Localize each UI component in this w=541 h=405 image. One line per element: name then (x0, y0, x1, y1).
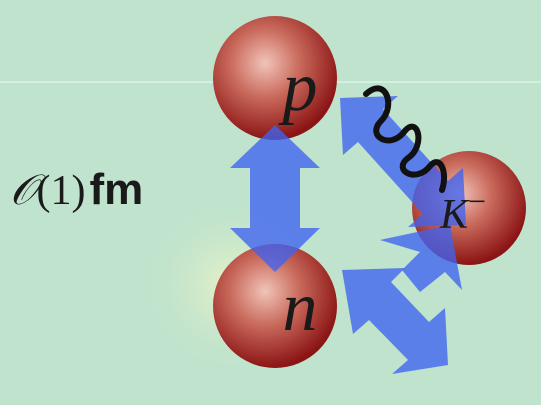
double-arrow-proton-neutron (230, 125, 320, 272)
neutron-sphere (213, 244, 337, 368)
proton-sphere (213, 16, 337, 140)
interaction-wavy-line (363, 85, 448, 193)
length-unit: fm (89, 165, 144, 214)
proton-label: p (278, 49, 318, 126)
kaon-label: K− (439, 183, 486, 238)
arrowhead-to-kaon (380, 225, 462, 292)
kaon-charge: − (468, 183, 486, 219)
order-argument: (1) (36, 168, 86, 214)
kaon-symbol: K (439, 192, 470, 238)
double-arrow-neutron-kaon (342, 268, 448, 374)
length-scale-label: 𝒪(1) fm (10, 160, 143, 220)
neutron-label: n (283, 269, 318, 346)
order-symbol: 𝒪 (10, 165, 37, 214)
